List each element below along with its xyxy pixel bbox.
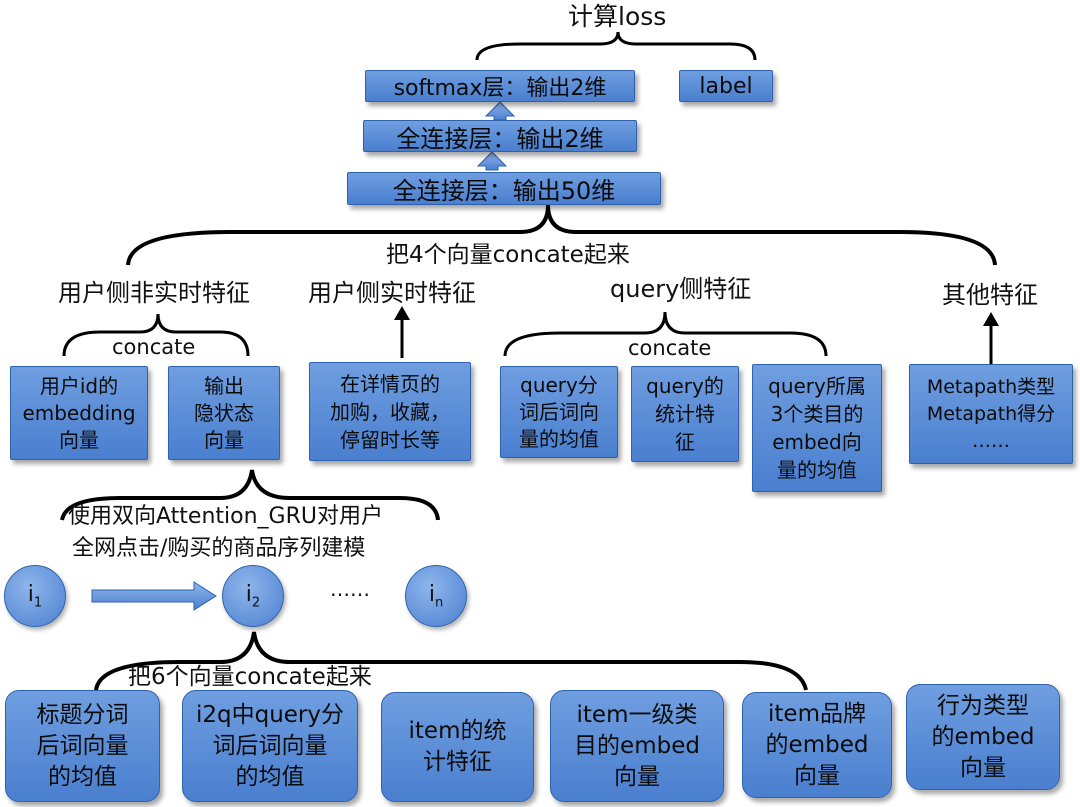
up-arrow-fc2-softmax xyxy=(484,101,516,121)
detail-line-1: 在详情页的 xyxy=(340,371,440,396)
query-cat-line-1: query所属 xyxy=(768,374,866,398)
query-category-box: query所属 3个类目的 embed向 量的均值 xyxy=(752,364,882,492)
up-arrow-fc50-fc2 xyxy=(476,151,508,171)
concat4-label: 把4个向量concate起来 xyxy=(386,242,630,268)
concate-label-query: concate xyxy=(628,336,712,360)
behavior-line-1: 行为类型 xyxy=(937,692,1029,719)
item-node-n: in xyxy=(405,565,467,627)
title-seg-box: 标题分词 后词向量 的均值 xyxy=(5,690,160,802)
i2q-line-2: 词后词向量 xyxy=(212,732,328,759)
item-stat-line-2: 计特征 xyxy=(423,749,492,775)
i2q-query-box: i2q中query分 词后词向量 的均值 xyxy=(182,690,358,802)
item-stat-box: item的统 计特征 xyxy=(381,692,534,802)
hidden-line-1: 输出 xyxy=(204,373,244,398)
title-seg-line-1: 标题分词 xyxy=(36,701,129,728)
loss-bracket xyxy=(475,31,757,61)
item-node-2: i2 xyxy=(222,565,284,627)
i2q-line-3: 的均值 xyxy=(235,763,305,790)
gru-label-line-2: 全网点击/购买的商品序列建模 xyxy=(72,536,366,561)
fc2-layer-text: 全连接层：输出2维 xyxy=(396,124,604,153)
loss-label: 计算loss xyxy=(568,2,667,31)
item-node-n-label: in xyxy=(428,581,444,611)
item-cat-line-3: 向量 xyxy=(614,763,660,790)
query-seg-line-1: query分 xyxy=(520,372,598,397)
detail-line-2: 加购，收藏， xyxy=(330,399,450,424)
metapath-line-2: Metapath得分 xyxy=(926,402,1056,425)
gru-bracket xyxy=(60,469,440,521)
item-brand-line-2: 的embed xyxy=(765,731,869,758)
query-cat-line-2: 3个类目的 xyxy=(770,402,864,426)
query-stat-line-3: 征 xyxy=(675,430,695,454)
item-brand-box: item品牌 的embed 向量 xyxy=(742,692,892,798)
fc50-layer-text: 全连接层：输出50维 xyxy=(392,177,616,205)
title-seg-line-3: 的均值 xyxy=(48,763,117,790)
concat4-bracket xyxy=(126,204,997,266)
sequence-ellipsis: …… xyxy=(330,577,370,601)
user-id-embedding-box: 用户id的 embedding 向量 xyxy=(10,366,148,460)
other-label: 其他特征 xyxy=(942,281,1038,309)
query-bracket xyxy=(503,311,828,357)
item-brand-line-1: item品牌 xyxy=(768,700,866,727)
gru-label-line-1: 使用双向Attention_GRU对用户 xyxy=(68,504,383,529)
hidden-state-box: 输出 隐状态 向量 xyxy=(168,366,280,460)
concat6-bracket xyxy=(94,631,808,691)
item-cat-line-2: 目的embed xyxy=(574,732,700,759)
query-stat-line-1: query的 xyxy=(646,374,724,398)
behavior-line-2: 的embed xyxy=(931,723,1035,750)
metapath-line-1: Metapath类型 xyxy=(926,375,1056,398)
label-box-text: label xyxy=(699,73,753,99)
softmax-layer-box: softmax层：输出2维 xyxy=(365,70,635,102)
item-brand-line-3: 向量 xyxy=(794,762,840,789)
item-stat-line-1: item的统 xyxy=(408,718,507,744)
user-id-line-3: 向量 xyxy=(59,427,99,452)
query-stat-box: query的 统计特 征 xyxy=(631,366,739,462)
query-cat-line-4: 量的均值 xyxy=(777,458,857,482)
item-node-2-label: i2 xyxy=(245,581,261,611)
fc50-layer-box: 全连接层：输出50维 xyxy=(347,172,661,205)
hidden-line-3: 向量 xyxy=(204,427,244,452)
label-box: label xyxy=(679,70,773,102)
concate-label-user: concate xyxy=(112,335,196,359)
query-cat-line-3: embed向 xyxy=(772,430,862,454)
hidden-line-2: 隐状态 xyxy=(194,400,254,425)
title-seg-line-2: 后词向量 xyxy=(36,732,129,759)
user-offline-label: 用户侧非实时特征 xyxy=(58,279,250,307)
detail-page-box: 在详情页的 加购，收藏， 停留时长等 xyxy=(309,362,471,461)
user-id-line-2: embedding xyxy=(22,400,136,425)
fc2-layer-box: 全连接层：输出2维 xyxy=(363,120,637,153)
query-label: query侧特征 xyxy=(610,275,752,303)
query-seg-box: query分 词后词向 量的均值 xyxy=(500,366,618,458)
softmax-layer-text: softmax层：输出2维 xyxy=(393,76,607,101)
sequence-arrow xyxy=(91,581,217,611)
concat6-label: 把6个向量concate起来 xyxy=(128,664,372,690)
user-realtime-label: 用户侧实时特征 xyxy=(308,279,476,307)
user-realtime-arrowhead xyxy=(394,306,410,320)
item-node-1: i1 xyxy=(4,565,66,627)
item-node-1-label: i1 xyxy=(27,581,43,611)
item-category-box: item一级类 目的embed 向量 xyxy=(550,690,724,802)
i2q-line-1: i2q中query分 xyxy=(195,701,345,728)
metapath-line-3: …… xyxy=(972,429,1010,452)
query-seg-line-3: 量的均值 xyxy=(519,426,599,451)
query-seg-line-2: 词后词向 xyxy=(519,399,599,424)
detail-line-3: 停留时长等 xyxy=(340,427,440,452)
metapath-box: Metapath类型 Metapath得分 …… xyxy=(909,364,1073,464)
other-arrowhead xyxy=(983,312,999,326)
item-cat-line-1: item一级类 xyxy=(576,701,698,728)
user-id-line-1: 用户id的 xyxy=(39,373,119,398)
behavior-type-box: 行为类型 的embed 向量 xyxy=(906,684,1060,790)
query-stat-line-2: 统计特 xyxy=(655,402,715,426)
user-offline-bracket xyxy=(62,313,250,357)
behavior-line-3: 向量 xyxy=(960,754,1006,781)
